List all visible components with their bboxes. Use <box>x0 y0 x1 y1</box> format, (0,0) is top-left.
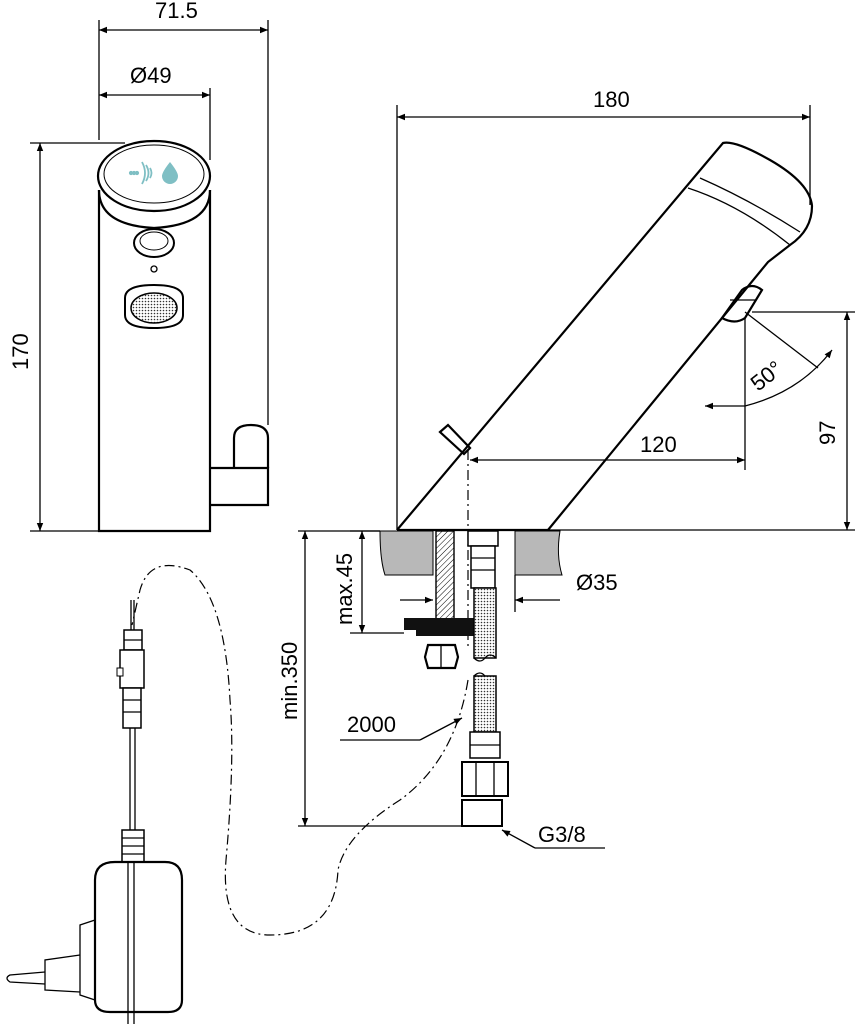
braided-hose-bottom <box>473 675 497 733</box>
plug-pin <box>6 971 46 985</box>
dimension-label-cable: 2000 <box>347 712 396 737</box>
spout-band-edge <box>699 177 801 233</box>
connector-latch <box>116 667 124 677</box>
dimension-label-deck: max.45 <box>332 553 357 625</box>
side-view: 180 97 120 50° <box>277 87 855 849</box>
g38-thread <box>461 799 503 827</box>
angle-ray <box>744 311 819 369</box>
fixing-plate <box>404 618 488 630</box>
dimension-label-height: 170 <box>8 333 33 370</box>
side-lever-handle <box>232 423 270 468</box>
tap-body <box>97 190 212 533</box>
power-adapter <box>93 860 184 1014</box>
dimension-label-hole: Ø35 <box>576 570 618 595</box>
dimension-label-diameter: Ø49 <box>130 63 172 88</box>
water-drop-icon <box>162 162 178 184</box>
front-button-inner <box>139 231 169 251</box>
hose-connector-top <box>467 530 499 547</box>
deck-right <box>514 530 563 576</box>
braided-hose-top <box>473 587 497 659</box>
adapter-plug-base <box>79 919 96 1001</box>
hose-connector <box>470 545 496 589</box>
cable-connector-bottom <box>122 687 142 729</box>
leader-cable <box>419 717 463 741</box>
side-view-lever <box>438 423 472 456</box>
power-cable <box>6 564 469 1024</box>
dimension-label-angle: 50° <box>746 356 788 396</box>
g38-nut <box>461 761 509 797</box>
dimension-label-width: 71.5 <box>155 0 198 23</box>
sensor-window <box>103 144 205 204</box>
dimension-label-length: 180 <box>593 87 630 112</box>
side-lever-base <box>210 466 270 507</box>
spout-body <box>396 141 814 531</box>
threaded-rod <box>435 530 455 622</box>
indicator-led <box>150 265 158 273</box>
fixing-nut <box>423 643 460 670</box>
dimension-label-spout-height: 97 <box>815 421 840 445</box>
front-view: 71.5 Ø49 170 <box>8 0 270 533</box>
spout-top-band <box>687 187 791 246</box>
dimension-label-thread: G3/8 <box>538 822 586 847</box>
dimension-label-min-length: min.350 <box>277 642 302 720</box>
aerator-mesh <box>130 292 178 324</box>
fixing-plate-lower <box>416 630 476 636</box>
deck-left <box>379 530 434 576</box>
adapter-plug <box>44 954 81 993</box>
dimension-label-spout-offset: 120 <box>640 432 677 457</box>
leader-thread <box>501 829 536 849</box>
angle-arc <box>705 349 833 410</box>
cable-path <box>131 564 469 936</box>
outlet-nozzle <box>720 284 764 323</box>
sensor-wave-icon <box>128 161 153 185</box>
cable-connector <box>119 649 145 689</box>
hose-break <box>473 654 497 662</box>
